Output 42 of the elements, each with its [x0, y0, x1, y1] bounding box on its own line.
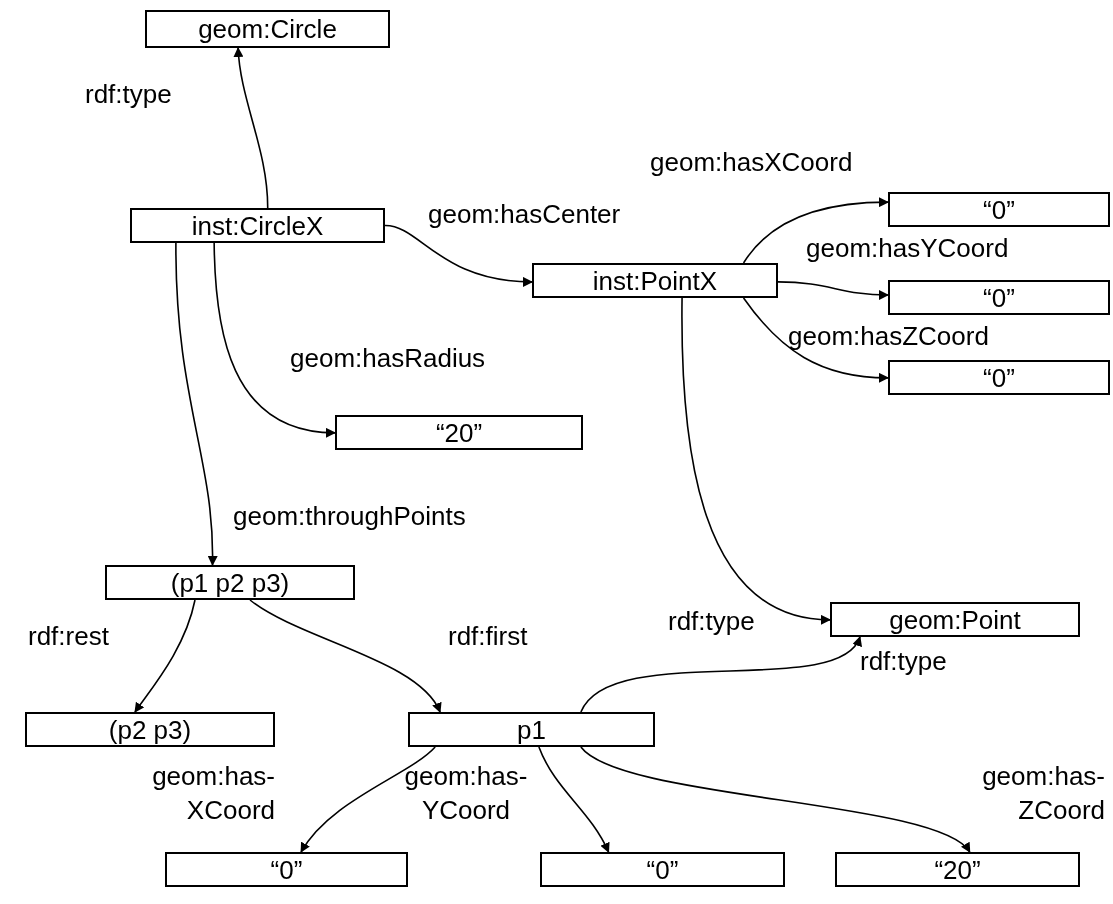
edge-label: rdf:type — [85, 78, 173, 111]
node-box: (p1 p2 p3) — [105, 565, 355, 600]
edge-label: rdf:type — [668, 605, 756, 638]
arrow — [742, 297, 889, 383]
arrow — [742, 197, 889, 264]
arrow — [300, 746, 436, 853]
edge-label: geom:hasRadius — [290, 342, 487, 375]
node-box: “0” — [888, 192, 1110, 227]
node-box: p1 — [408, 712, 655, 747]
edge-label: geom:has- ZCoord — [981, 760, 1105, 827]
edge-label: geom:hasZCoord — [788, 320, 990, 353]
edge-label: rdf:type — [860, 645, 948, 678]
node-box: “0” — [540, 852, 785, 887]
edge-label: geom:throughPoints — [233, 500, 467, 533]
node-box: geom:Circle — [145, 10, 390, 48]
edge-label: geom:hasYCoord — [806, 232, 1010, 265]
node-box: “20” — [335, 415, 583, 450]
arrow — [580, 636, 861, 713]
edge-label: geom:has- YCoord — [404, 760, 528, 827]
arrow — [233, 47, 269, 209]
arrow — [249, 599, 441, 713]
node-box: (p2 p3) — [25, 712, 275, 747]
node-box: inst:CircleX — [130, 208, 385, 243]
arrow — [580, 746, 971, 853]
arrow — [213, 242, 336, 438]
edge-label: rdf:rest — [28, 620, 110, 653]
arrow — [681, 297, 831, 624]
node-box: “0” — [165, 852, 408, 887]
edge-label: geom:hasXCoord — [650, 146, 850, 179]
arrow — [175, 242, 218, 566]
edge-label: geom:has- XCoord — [151, 760, 275, 827]
arrow — [134, 599, 196, 713]
node-box: geom:Point — [830, 602, 1080, 637]
node-box: “0” — [888, 280, 1110, 315]
edge-label: rdf:first — [448, 620, 529, 653]
node-box: “0” — [888, 360, 1110, 395]
arrow — [538, 746, 610, 853]
arrow — [384, 224, 533, 287]
node-box: inst:PointX — [532, 263, 778, 298]
node-box: “20” — [835, 852, 1080, 887]
edge-label: geom:hasCenter — [428, 198, 622, 231]
arrow — [777, 281, 889, 300]
